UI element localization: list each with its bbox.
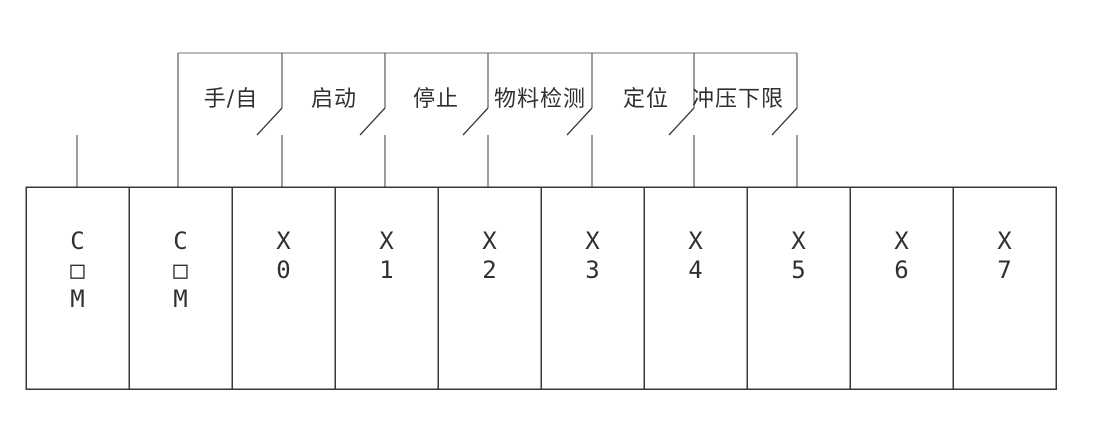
terminal-char: X xyxy=(379,227,394,255)
terminal-block-row xyxy=(25,186,1057,390)
terminal-box-x3: X 3 xyxy=(541,227,644,285)
terminal-char: C xyxy=(173,227,188,255)
terminal-box-x6: X 6 xyxy=(850,227,953,285)
switch-x5-blade xyxy=(771,107,798,136)
switch-symbol-x2 xyxy=(462,53,489,187)
terminal-char: 6 xyxy=(894,256,909,284)
terminal-char: □ xyxy=(70,256,85,284)
switch-label-start: 启动 xyxy=(310,87,358,112)
switch-x4-blade xyxy=(668,107,695,136)
terminal-char: □ xyxy=(173,256,188,284)
switch-x2-blade xyxy=(462,107,489,136)
terminal-char: X xyxy=(585,227,600,255)
terminal-char: 7 xyxy=(997,256,1012,284)
terminal-char: 4 xyxy=(688,256,703,284)
terminal-char: 5 xyxy=(791,256,806,284)
switch-label-positioning: 定位 xyxy=(622,87,670,112)
terminal-char: X xyxy=(688,227,703,255)
terminal-char: X xyxy=(997,227,1012,255)
terminal-char: C xyxy=(70,227,85,255)
terminal-char: X xyxy=(894,227,909,255)
terminal-box-x1: X 1 xyxy=(335,227,438,285)
switch-symbol-x3 xyxy=(566,53,593,187)
switch-symbol-x4 xyxy=(668,53,695,187)
terminal-char: 0 xyxy=(276,256,291,284)
terminal-box-com-1: C □ M xyxy=(26,227,129,314)
switch-x1-blade xyxy=(359,107,386,136)
terminal-box-x2: X 2 xyxy=(438,227,541,285)
switch-label-material-detect: 物料检测 xyxy=(493,87,587,112)
terminal-char: 1 xyxy=(379,256,394,284)
switch-label-stop: 停止 xyxy=(412,87,460,112)
terminal-box-x5: X 5 xyxy=(747,227,850,285)
terminal-char: 2 xyxy=(482,256,497,284)
terminal-char: M xyxy=(173,285,188,313)
switch-x0-blade xyxy=(256,107,283,136)
switch-symbol-x0 xyxy=(256,53,283,187)
terminal-box-x0: X 0 xyxy=(232,227,335,285)
switch-label-press-lower-limit: 冲压下限 xyxy=(691,87,785,112)
terminal-char: 3 xyxy=(585,256,600,284)
switch-symbol-x1 xyxy=(359,53,386,187)
switch-x3-blade xyxy=(566,107,593,136)
switch-symbol-x5 xyxy=(771,53,798,187)
switch-label-manual-auto: 手/自 xyxy=(203,87,259,112)
terminal-char: X xyxy=(482,227,497,255)
terminal-char: X xyxy=(276,227,291,255)
terminal-box-com-2: C □ M xyxy=(129,227,232,314)
terminal-char: X xyxy=(791,227,806,255)
terminal-box-x4: X 4 xyxy=(644,227,747,285)
terminal-char: M xyxy=(70,285,85,313)
terminal-box-x7: X 7 xyxy=(953,227,1056,285)
